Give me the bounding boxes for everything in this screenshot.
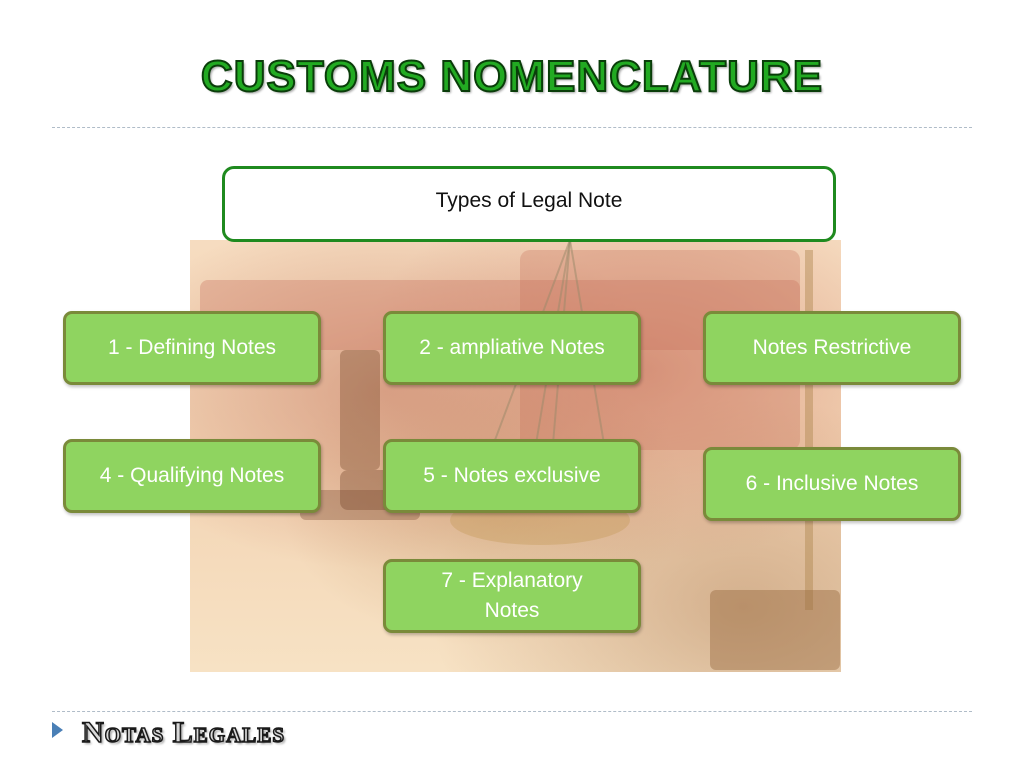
node-explanatory-notes[interactable]: 7 - Explanatory Notes xyxy=(383,559,641,633)
node-label: 5 - Notes exclusive xyxy=(423,464,601,487)
node-restrictive-notes[interactable]: Notes Restrictive xyxy=(703,311,961,385)
node-label: 7 - Explanatory Notes xyxy=(441,569,583,622)
node-exclusive-notes[interactable]: 5 - Notes exclusive xyxy=(383,439,641,513)
node-defining-notes[interactable]: 1 - Defining Notes xyxy=(63,311,321,385)
top-divider xyxy=(52,127,972,128)
node-label: 6 - Inclusive Notes xyxy=(745,472,919,495)
node-inclusive-notes[interactable]: 6 - Inclusive Notes xyxy=(703,447,961,521)
slide-title: CUSTOMS NOMENCLATURE xyxy=(200,51,824,102)
types-header-box: Types of Legal Note xyxy=(222,166,836,242)
types-header-label: Types of Legal Note xyxy=(435,189,623,212)
triangle-right-icon xyxy=(52,722,63,738)
node-label: 4 - Qualifying Notes xyxy=(99,464,285,487)
bottom-divider xyxy=(52,711,972,712)
node-label: Notes Restrictive xyxy=(752,336,912,359)
node-label: 1 - Defining Notes xyxy=(107,336,277,359)
node-label: 2 - ampliative Notes xyxy=(419,336,605,359)
brand-logo: Notas Legales xyxy=(81,715,286,750)
node-ampliative-notes[interactable]: 2 - ampliative Notes xyxy=(383,311,641,385)
node-qualifying-notes[interactable]: 4 - Qualifying Notes xyxy=(63,439,321,513)
